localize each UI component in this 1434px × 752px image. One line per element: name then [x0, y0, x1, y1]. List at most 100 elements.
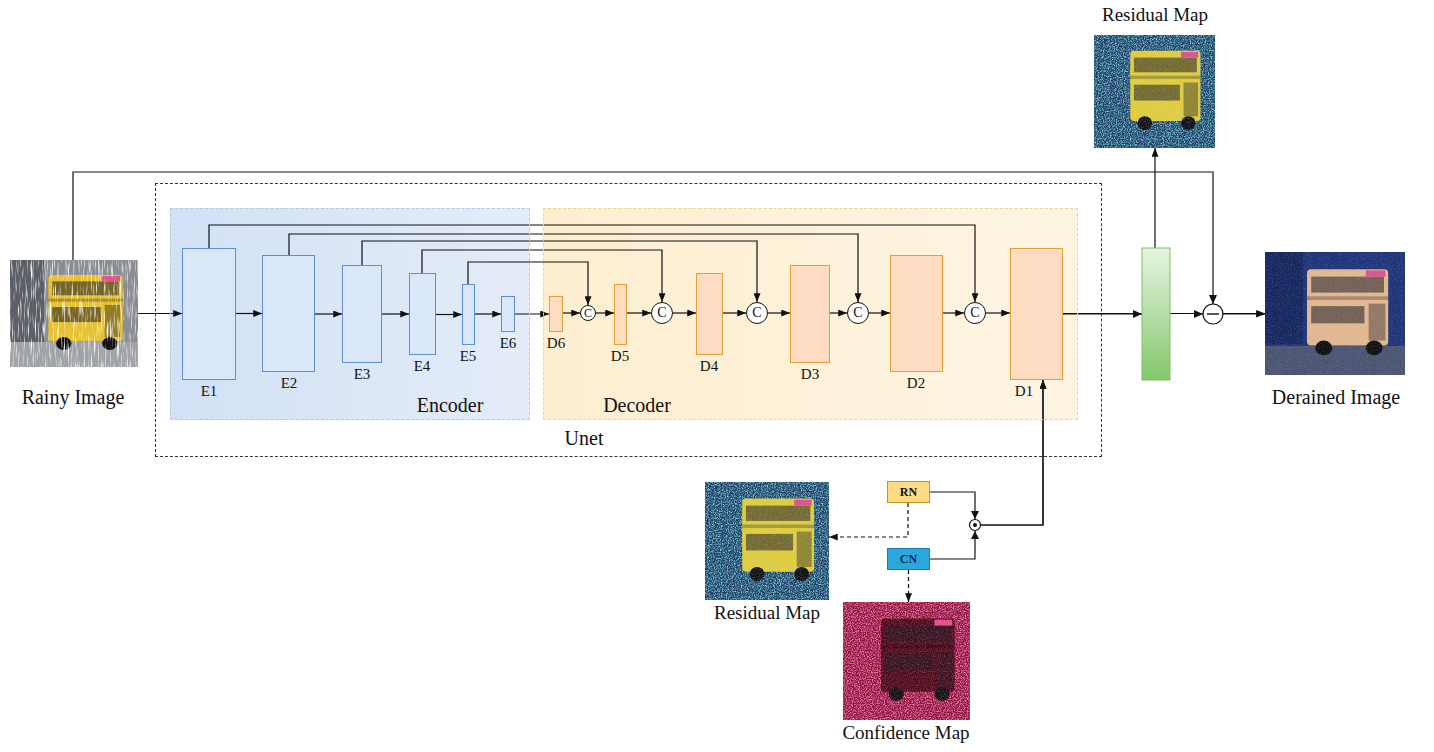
subtract-symbol	[1203, 304, 1223, 324]
decoder-block: D2	[890, 255, 943, 372]
label-holder: E1	[201, 383, 218, 400]
label-holder: Confidence Map	[842, 723, 969, 744]
confidence-map-picture	[843, 602, 970, 720]
encoder-block: E1	[182, 248, 236, 380]
connector-arrow	[930, 380, 1043, 525]
band-fills	[170, 208, 1078, 420]
label-holder: Residual Map	[714, 603, 820, 624]
label-holder: Decoder	[603, 394, 671, 416]
block-label: D5	[611, 348, 629, 364]
multiply-symbol	[973, 523, 977, 527]
block-label: D6	[547, 335, 565, 351]
concat-circle: C	[847, 302, 869, 324]
connector-arrow	[829, 503, 908, 537]
concat-circle: C	[746, 302, 768, 324]
label-holder: E4	[414, 358, 431, 375]
concat-label: C	[752, 306, 761, 320]
connector-arrow	[768, 312, 790, 313]
label-holder: E3	[354, 366, 371, 383]
label-holder: D1	[1015, 383, 1033, 400]
band-title: Decoder	[603, 394, 671, 416]
connector-arrow	[723, 312, 746, 313]
concat-label: C	[970, 306, 979, 320]
connector-arrow	[73, 172, 1265, 314]
block-label: D1	[1015, 383, 1033, 399]
encoder-block: E5	[462, 284, 475, 345]
label-holder: Unet	[565, 427, 604, 449]
input-image: Rainy Image	[10, 260, 138, 367]
block-label: D4	[700, 358, 718, 374]
decoder-block: D5	[614, 284, 627, 345]
block-label: D2	[907, 375, 925, 391]
network-frame: E1E2E3E4E5E6EncoderD6CD5CD4CD3CD2CD1Deco…	[155, 183, 1102, 457]
block-label: E3	[354, 366, 371, 382]
subtract-symbol	[1207, 313, 1219, 314]
concat-label: C	[853, 306, 862, 320]
block-label: E2	[281, 375, 298, 391]
label-holder: E2	[281, 375, 298, 392]
arrowhead	[971, 511, 979, 519]
decoder-block: D1	[1010, 248, 1063, 380]
connector-arrow	[382, 313, 409, 314]
image-caption: Derained Image	[1272, 386, 1400, 408]
decoder-band: D6 C D5 C D4 C D3 C D2 C D1Decoder	[543, 208, 1078, 420]
arrowhead	[971, 531, 979, 539]
label-holder: D6	[547, 335, 565, 352]
block-label: E1	[201, 383, 218, 399]
encoder-band: E1E2E3E4E5E6Encoder	[170, 208, 530, 420]
connector-arrow	[475, 313, 501, 314]
module-box: RN	[887, 481, 930, 503]
concat-label: C	[657, 306, 666, 320]
block-label: E4	[414, 358, 431, 374]
arrowhead	[1194, 310, 1203, 318]
label-holder: Residual Map	[1102, 5, 1208, 26]
image-caption: Confidence Map	[842, 722, 969, 743]
connector-arrow	[869, 312, 890, 313]
label-holder: Encoder	[417, 394, 484, 416]
label-holder: D3	[801, 366, 819, 383]
arrowhead	[1209, 295, 1217, 304]
connector-arrow	[627, 312, 651, 313]
label-holder: D4	[700, 358, 718, 375]
concat-circle: C	[651, 302, 673, 324]
connector-arrow	[908, 570, 909, 602]
connector-arrow	[209, 225, 975, 302]
image-caption: Residual Map	[714, 602, 820, 623]
image-caption: Residual Map	[1102, 4, 1208, 25]
decoder-block: D4	[696, 273, 723, 355]
output-image: Confidence Map	[843, 602, 970, 720]
band-title: Encoder	[417, 394, 484, 416]
output-image: Residual Map	[705, 482, 829, 600]
connector-arrow	[930, 380, 1043, 559]
connector-arrow	[1063, 148, 1155, 314]
encoder-block: E4	[409, 273, 436, 355]
encoder-block: E2	[262, 255, 315, 372]
derained-image-picture	[1265, 252, 1405, 375]
encoder-block: E6	[501, 296, 515, 332]
block-label: D3	[801, 366, 819, 382]
connector-arrow	[468, 262, 588, 305]
module-box: CN	[887, 548, 930, 570]
concat-circle: C	[580, 305, 596, 321]
concat-circle: C	[964, 302, 986, 324]
block-label: E5	[460, 348, 477, 364]
label-holder: D5	[611, 348, 629, 365]
concat-label: C	[584, 307, 592, 319]
connector-arrow	[673, 312, 696, 313]
arrowhead	[1133, 310, 1142, 318]
block-label: E6	[500, 335, 517, 351]
connector-arrow	[436, 314, 462, 315]
band-fill	[170, 208, 530, 420]
label-holder: D2	[907, 375, 925, 392]
output-conv-block	[1142, 248, 1170, 380]
connector-arrow	[563, 312, 580, 313]
label-holder: Rainy Image	[22, 386, 125, 408]
multiply-symbol	[970, 520, 981, 531]
frame-title: Unet	[565, 427, 604, 449]
encoder-block: E3	[342, 265, 382, 363]
connector-arrow	[986, 312, 1010, 313]
connector-arrow	[596, 312, 614, 313]
module-label: RN	[900, 486, 917, 498]
label-holder: Derained Image	[1272, 386, 1400, 408]
label-holder: E6	[500, 335, 517, 352]
